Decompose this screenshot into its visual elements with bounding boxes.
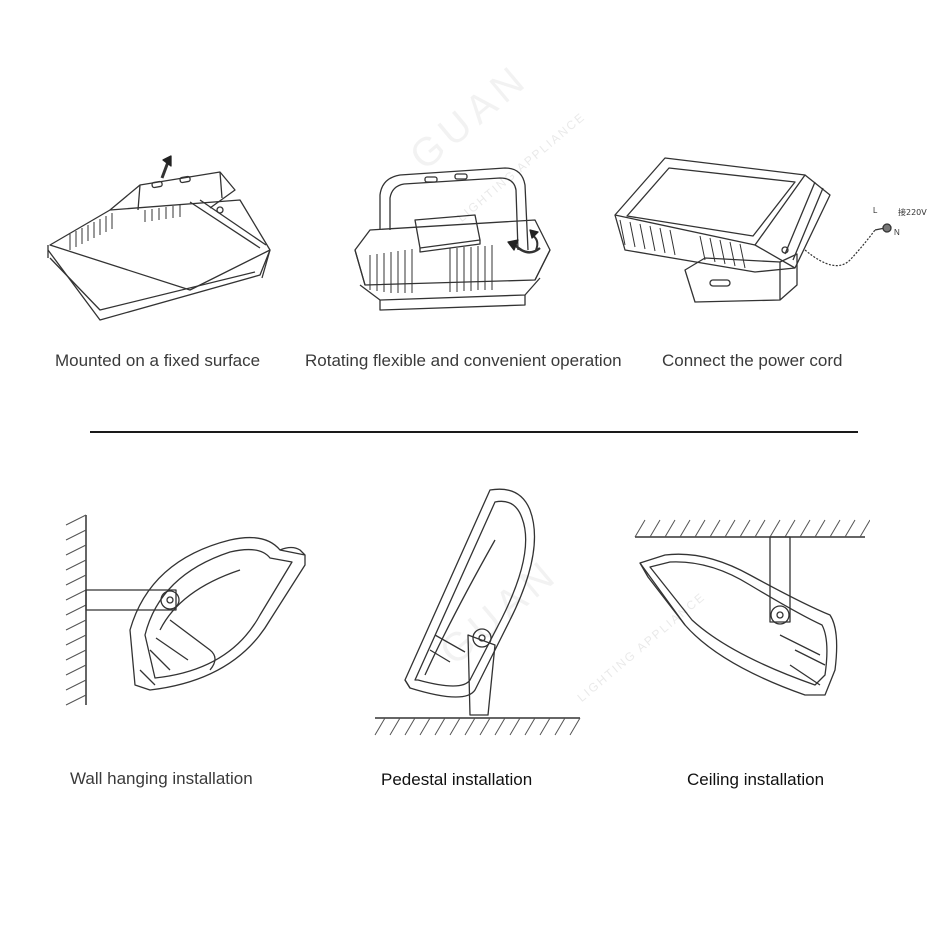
terminal-l-label: L — [873, 206, 878, 215]
rotating-illustration — [340, 160, 570, 320]
section-divider — [90, 431, 858, 433]
wall-hanging-illustration — [60, 510, 320, 710]
caption-power-cord: Connect the power cord — [662, 351, 843, 370]
caption-wall-hanging: Wall hanging installation — [70, 769, 253, 788]
caption-rotating: Rotating flexible and convenient operati… — [305, 351, 622, 370]
power-cord-illustration: L N 接220V — [605, 150, 935, 310]
fixed-surface-illustration — [40, 150, 280, 330]
caption-ceiling: Ceiling installation — [687, 770, 825, 789]
ceiling-illustration — [630, 515, 870, 710]
voltage-label: 接220V — [898, 208, 927, 217]
pedestal-illustration — [370, 480, 585, 740]
caption-pedestal: Pedestal installation — [381, 770, 533, 789]
terminal-n-label: N — [894, 228, 900, 237]
caption-fixed-surface: Mounted on a fixed surface — [55, 351, 261, 370]
